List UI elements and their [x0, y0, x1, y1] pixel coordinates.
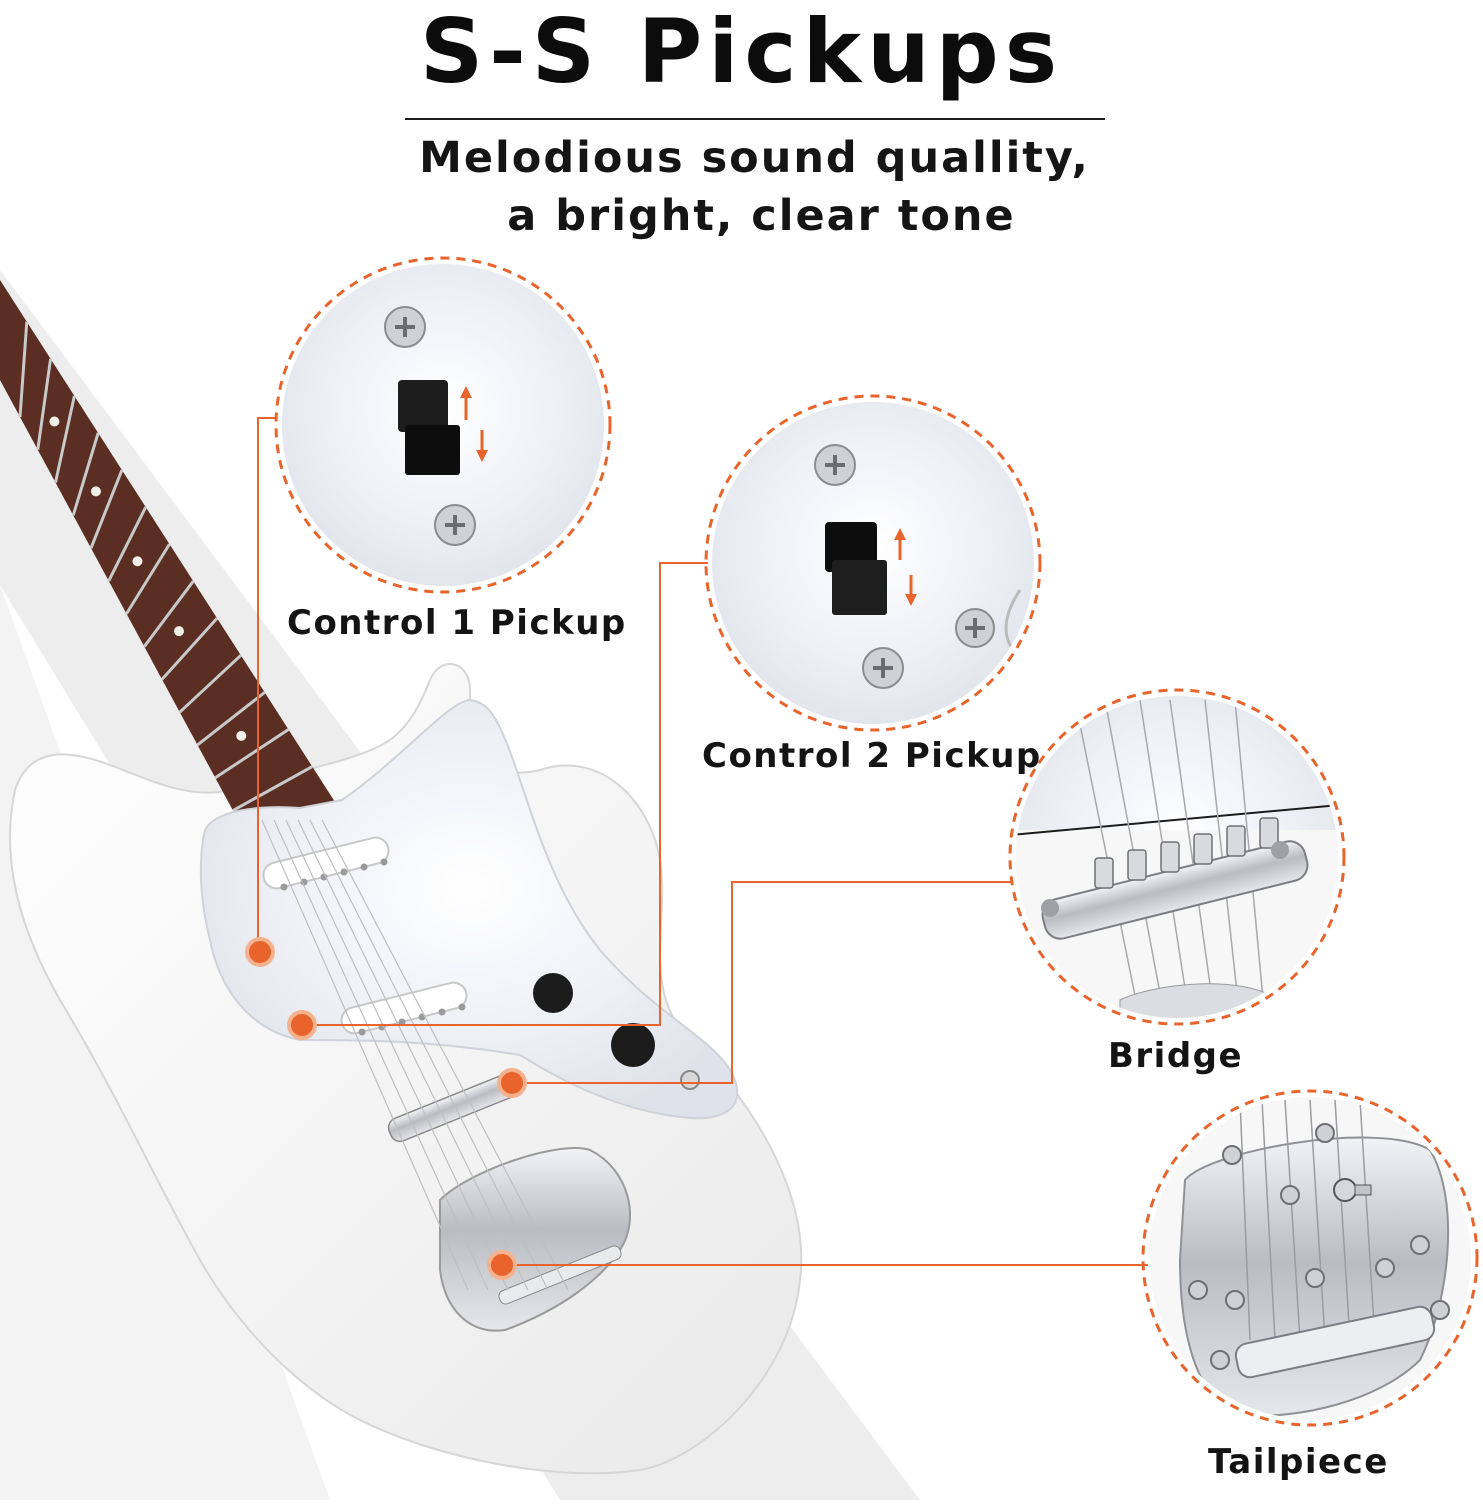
callout-dot-control-1 — [245, 937, 275, 967]
guitar-string — [273, 819, 489, 1291]
guitar-string — [309, 819, 549, 1291]
fret — [125, 543, 171, 615]
bridge-saddle — [1226, 825, 1246, 857]
label-control-1-pickup: Control 1 Pickup — [287, 603, 627, 643]
pole-piece — [438, 1008, 446, 1016]
callout-dot-bridge — [497, 1068, 527, 1098]
pole-piece — [280, 883, 288, 891]
fret — [54, 395, 76, 483]
fret-inlay — [49, 416, 60, 427]
subtitle-line-2: a bright, clear tone — [507, 191, 1016, 241]
fret-inlay — [90, 486, 101, 497]
pole-piece — [398, 1018, 406, 1026]
guitar-string — [297, 819, 529, 1291]
tailpiece-screw — [1280, 1185, 1300, 1205]
zoom-control-1 — [274, 256, 612, 594]
tone-knob — [611, 1023, 655, 1067]
tailpiece-screw — [1375, 1258, 1395, 1278]
fret — [196, 691, 266, 747]
fret — [18, 321, 29, 418]
zoom-bridge — [1008, 688, 1346, 1026]
callout-lines — [257, 417, 1148, 1266]
fret — [107, 506, 148, 582]
guitar-string — [285, 819, 509, 1291]
label-tailpiece: Tailpiece — [1208, 1442, 1389, 1482]
fret — [214, 728, 290, 780]
tailpiece-screw — [1222, 1145, 1242, 1165]
tailpiece-screw — [1430, 1300, 1450, 1320]
pole-piece — [300, 878, 308, 886]
pickguard — [199, 698, 739, 1120]
fret-inlay — [174, 626, 185, 637]
pole-piece — [320, 873, 328, 881]
fret — [178, 654, 242, 714]
guitar-string — [321, 819, 569, 1291]
fret — [71, 432, 100, 516]
fret — [160, 617, 219, 681]
tailpiece-screw — [1315, 1123, 1335, 1143]
page-title: S-S Pickups — [419, 0, 1064, 103]
fret — [232, 765, 313, 812]
subtitle-line-1: Melodious sound quallity, — [419, 133, 1090, 183]
bridge-saddle — [1160, 841, 1180, 873]
label-control-2-pickup: Control 2 Pickup — [702, 736, 1042, 776]
label-bridge: Bridge — [1108, 1036, 1244, 1076]
pole-piece — [360, 863, 368, 871]
pole-piece — [458, 1003, 466, 1011]
bridge-pickup — [340, 981, 468, 1035]
title-divider — [405, 118, 1105, 120]
volume-knob — [533, 973, 573, 1013]
tailpiece-screw — [1225, 1290, 1245, 1310]
callout-dot-control-2 — [287, 1010, 317, 1040]
fret — [143, 580, 195, 648]
tailpiece-screw — [1305, 1268, 1325, 1288]
bridge-saddle — [1094, 857, 1114, 889]
guitar-string — [261, 819, 469, 1291]
fret-inlay — [236, 730, 247, 741]
bridge-saddle — [1259, 817, 1279, 849]
tailpiece-screw — [1210, 1350, 1230, 1370]
bridge-saddle — [1193, 833, 1213, 865]
callout-dot-tailpiece — [487, 1250, 517, 1280]
zoom-control-2 — [704, 394, 1042, 732]
tailpiece-screw — [1188, 1280, 1208, 1300]
neck-pickup — [262, 836, 390, 890]
pole-piece — [340, 868, 348, 876]
fret-inlay — [132, 556, 143, 567]
bridge-saddle — [1127, 849, 1147, 881]
callout-dots — [245, 937, 527, 1280]
fret — [36, 358, 53, 450]
zoom-tailpiece — [1141, 1089, 1479, 1427]
fret — [89, 469, 124, 549]
pole-piece — [358, 1028, 366, 1036]
pole-piece — [380, 858, 388, 866]
tailpiece-screw — [1410, 1235, 1430, 1255]
